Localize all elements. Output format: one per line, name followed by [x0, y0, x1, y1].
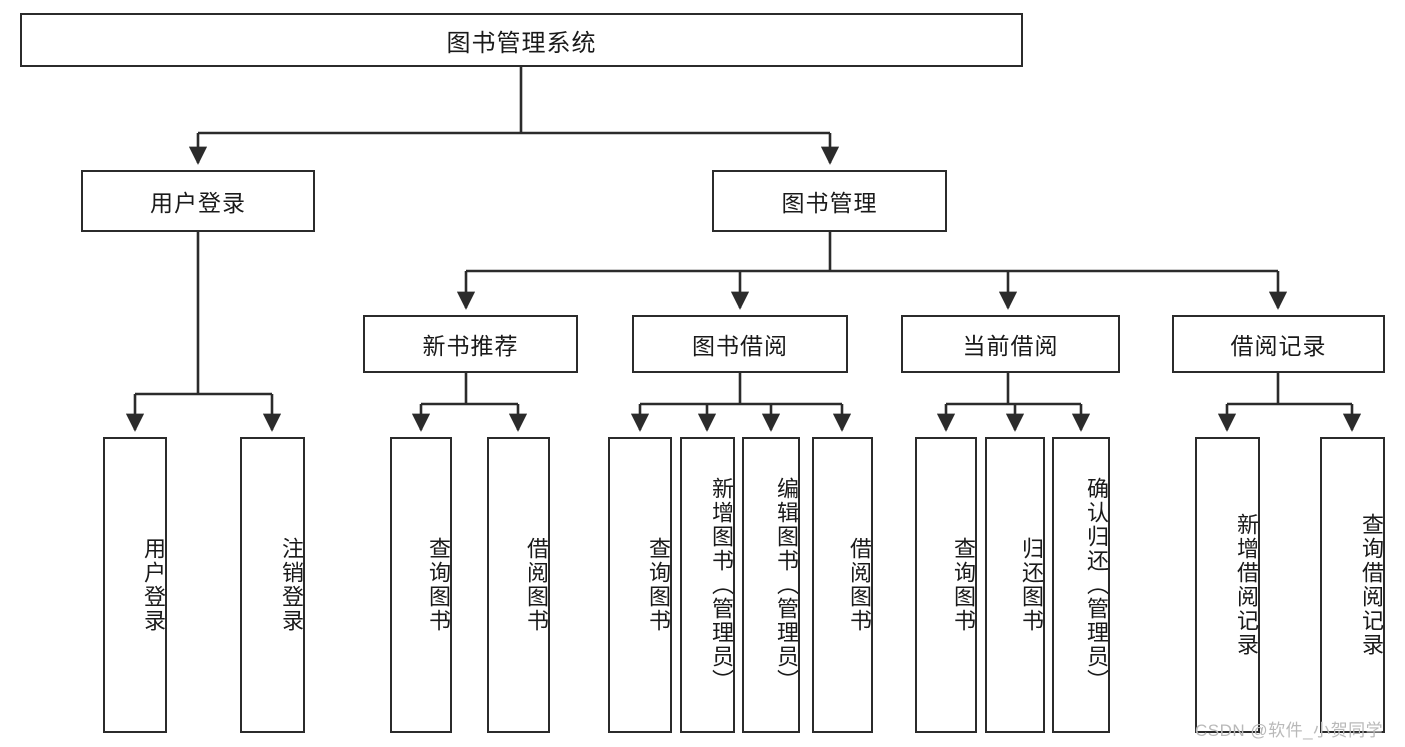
leaf-query-book-recommend[interactable]: 查询图书: [390, 437, 452, 733]
leaf-logout-login[interactable]: 注销登录: [240, 437, 305, 733]
leaf-query-book-borrow[interactable]: 查询图书: [608, 437, 672, 733]
leaf-add-book-admin[interactable]: 新增图书（管理员）: [680, 437, 735, 733]
node-user-login[interactable]: 用户登录: [81, 170, 315, 232]
leaf-add-borrow-record[interactable]: 新增借阅记录: [1195, 437, 1260, 733]
leaf-user-login[interactable]: 用户登录: [103, 437, 167, 733]
leaf-return-book[interactable]: 归还图书: [985, 437, 1045, 733]
leaf-borrow-book[interactable]: 借阅图书: [812, 437, 873, 733]
csdn-watermark: CSDN @软件_小贺同学: [1195, 721, 1384, 740]
leaf-confirm-return-admin[interactable]: 确认归还（管理员）: [1052, 437, 1110, 733]
leaf-edit-book-admin[interactable]: 编辑图书（管理员）: [742, 437, 800, 733]
leaf-borrow-book-recommend[interactable]: 借阅图书: [487, 437, 550, 733]
node-current-borrow[interactable]: 当前借阅: [901, 315, 1120, 373]
node-new-book-recommend[interactable]: 新书推荐: [363, 315, 578, 373]
leaf-query-borrow-record[interactable]: 查询借阅记录: [1320, 437, 1385, 733]
node-book-borrow[interactable]: 图书借阅: [632, 315, 848, 373]
node-borrow-record[interactable]: 借阅记录: [1172, 315, 1385, 373]
leaf-query-book-current[interactable]: 查询图书: [915, 437, 977, 733]
node-root[interactable]: 图书管理系统: [20, 13, 1023, 67]
node-book-manage[interactable]: 图书管理: [712, 170, 947, 232]
